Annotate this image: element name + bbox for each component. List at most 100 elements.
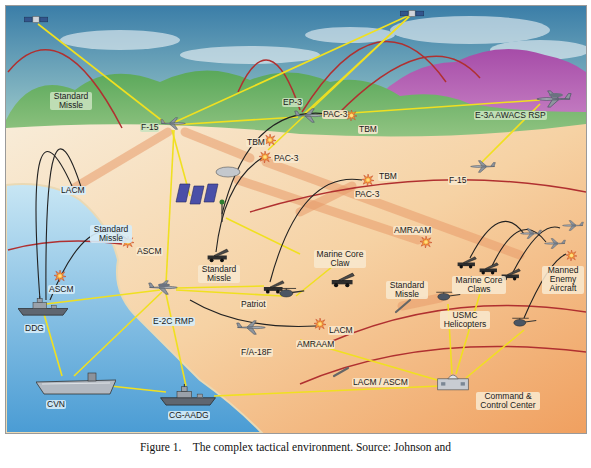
bursts	[54, 110, 577, 330]
unit-label: ASCM	[136, 247, 163, 256]
data-link	[175, 14, 412, 122]
missile-launcher-icon	[458, 257, 477, 269]
ground-units	[208, 249, 521, 390]
awacs-icon	[537, 91, 571, 107]
antenna	[221, 203, 222, 222]
missile-path	[470, 221, 524, 258]
data-link	[166, 130, 174, 284]
antenna	[220, 200, 225, 205]
unit-label: AMRAAM	[296, 340, 335, 349]
explosion-icon	[54, 270, 66, 282]
radar-arrays	[176, 167, 240, 222]
cloud	[390, 16, 550, 44]
unit-label: CG-AADG	[168, 411, 210, 420]
patrol-plane-icon	[295, 109, 324, 123]
unit-label: LACM	[328, 326, 354, 335]
data-link	[226, 218, 300, 254]
destroyer-icon	[18, 296, 68, 315]
helicopter-icon	[512, 318, 536, 326]
fighter-icon	[161, 118, 186, 130]
aircraft	[24, 10, 583, 334]
ships	[18, 296, 216, 405]
explosion-icon	[259, 151, 271, 163]
unit-label: Marine Core Claws	[452, 276, 506, 294]
cloud	[305, 27, 395, 43]
data-links	[38, 14, 540, 396]
data-link	[74, 292, 162, 376]
fighter-icon	[471, 161, 496, 173]
missile-path	[222, 113, 340, 214]
enemy-aircraft-icon	[521, 229, 542, 239]
missile-launcher-icon	[480, 263, 499, 275]
unit-label: PAC-3	[273, 154, 299, 163]
unit-label: PAC-3	[322, 110, 348, 119]
unit-label: Standard Missle	[50, 92, 92, 110]
data-link	[214, 386, 440, 396]
unit-label: Standard Missle	[386, 281, 428, 299]
missile-launcher-icon	[208, 249, 229, 262]
figure-caption: Figure 1. The complex tactical environme…	[0, 441, 591, 453]
unit-label: Standard Missle	[90, 225, 132, 243]
enemy-aircraft-icon	[545, 239, 566, 249]
missile-path	[216, 158, 262, 252]
trajectory-line	[8, 50, 122, 128]
satellite-icon	[24, 16, 48, 22]
trajectories	[8, 41, 586, 384]
unit-label: USMC Helicopters	[440, 311, 490, 329]
scene	[6, 6, 586, 433]
e2c-icon	[149, 281, 178, 295]
picture-frame	[6, 6, 587, 434]
unit-label: LACM / ASCM	[352, 378, 409, 387]
radar-array	[204, 184, 218, 202]
missile-launcher-icon	[332, 273, 355, 287]
unit-label: F-15	[448, 176, 467, 185]
unit-label: Command & Control Center	[476, 392, 540, 410]
explosion-icon	[314, 318, 326, 330]
unit-label: EP-3	[282, 98, 303, 107]
data-link	[38, 24, 165, 123]
data-link	[268, 14, 412, 150]
data-link	[110, 386, 166, 392]
trajectory-line	[330, 305, 586, 342]
unit-label: CVN	[46, 400, 66, 409]
cloud	[60, 30, 180, 50]
sensor-beam	[266, 162, 520, 255]
aerostat	[216, 167, 240, 177]
unit-label: F/A-18F	[240, 348, 273, 357]
carrier-icon	[36, 373, 116, 394]
data-link	[44, 314, 62, 376]
unit-label: TBM	[246, 138, 266, 147]
explosion-icon	[362, 174, 374, 186]
desert-ground	[6, 124, 586, 433]
enemy-aircraft-icon	[563, 221, 584, 231]
patriot-launcher-icon	[264, 281, 284, 294]
fighter-icon	[237, 321, 266, 335]
unit-label: AMRAAM	[393, 226, 432, 235]
unit-label: Patriot	[240, 300, 267, 309]
unit-label: PAC-3	[354, 190, 380, 199]
unit-label: DDG	[24, 324, 45, 333]
missile-icon	[396, 300, 410, 312]
e2c-rotodome	[158, 283, 170, 287]
unit-label: F-15	[140, 123, 159, 132]
unit-label: E-3A AWACS RSP	[474, 111, 547, 120]
unit-label: Marine Core Claw	[314, 250, 366, 268]
unit-label: ASCM	[48, 285, 75, 294]
satellite-icon	[400, 10, 424, 16]
unit-label: Manned Enemy Aircraft	[542, 266, 584, 294]
command-center-icon	[438, 375, 469, 390]
data-link	[166, 294, 186, 386]
awacs-rotodome	[549, 93, 563, 97]
radar-array	[176, 184, 190, 202]
radar-array	[190, 186, 204, 204]
unit-label: TBM	[358, 125, 378, 134]
missile-path	[46, 149, 82, 300]
unit-label: TBM	[378, 172, 398, 181]
data-link	[466, 330, 524, 378]
unit-label: LACM	[60, 186, 86, 195]
explosion-icon	[566, 250, 577, 261]
sensor-beam	[74, 132, 168, 188]
data-link	[176, 286, 264, 288]
cruiser-icon	[161, 384, 216, 405]
